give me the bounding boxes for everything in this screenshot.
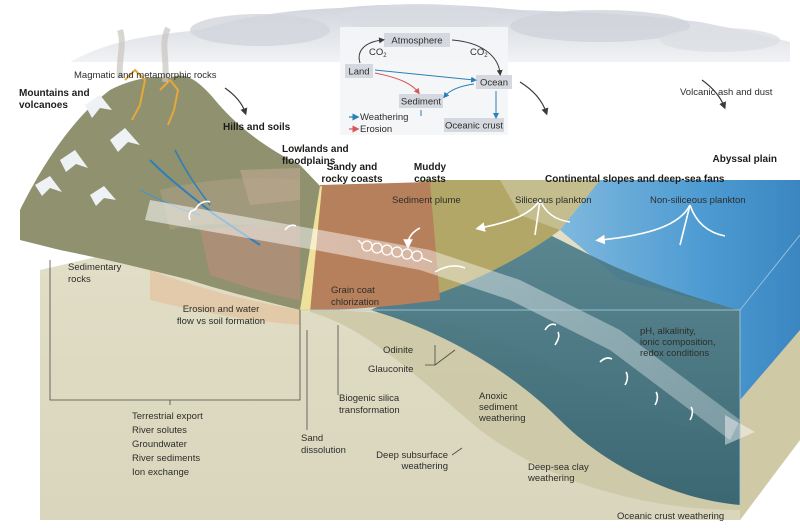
label-sand-dissolution: Sand (301, 433, 323, 444)
mountains (20, 26, 320, 310)
label-volcanic-ash: Volcanic ash and dust (680, 87, 773, 98)
cycle-legend: Weathering Erosion (349, 112, 408, 135)
label-ionic-composition: ionic composition, (640, 337, 716, 348)
legend-erosion: Erosion (360, 124, 392, 135)
label-biogenic-silica-2: transformation (339, 405, 400, 416)
node-sediment-box (399, 94, 443, 108)
label-sedimentary-rocks: Sedimentary (68, 262, 122, 273)
label-anoxic-2: sediment (479, 402, 518, 413)
label-deep-subsurface: Deep subsurface (376, 450, 448, 461)
label-sedimentary-rocks-2: rocks (68, 274, 91, 285)
region-lowlands-2: floodplains (282, 156, 336, 167)
region-continental-slopes: Continental slopes and deep-sea fans (545, 174, 725, 185)
label-ph-alkalinity: pH, alkalinity, (640, 326, 696, 337)
plume-coil (357, 239, 433, 263)
label-magmatic-rocks: Magmatic and metamorphic rocks (74, 70, 217, 81)
export-item: Terrestrial export (132, 411, 203, 422)
node-ocean: Ocean (480, 78, 508, 89)
region-mountains-2: volcanoes (19, 100, 68, 111)
deep-ocean (370, 230, 740, 505)
transport-path (145, 200, 740, 440)
label-redox: redox conditions (640, 348, 709, 359)
flow-arrows (188, 199, 726, 421)
cloud-arrows (224, 79, 727, 116)
co2-left-label: CO2 (369, 47, 387, 59)
label-odinite: Odinite (383, 345, 413, 356)
label-grain-coat: Grain coat (331, 285, 375, 296)
region-lowlands: Lowlands and (282, 144, 349, 155)
label-sediment-plume: Sediment plume (392, 195, 461, 206)
label-siliceous-plankton: Siliceous plankton (515, 195, 592, 206)
region-mountains: Mountains and (19, 88, 90, 99)
node-sediment: Sediment (401, 97, 441, 108)
label-glauconite: Glauconite (368, 364, 413, 375)
node-ocean-box (476, 75, 512, 89)
label-non-siliceous-plankton: Non-siliceous plankton (650, 195, 746, 206)
label-sand-dissolution-2: dissolution (301, 445, 346, 456)
region-abyssal-plain: Abyssal plain (713, 154, 777, 165)
label-anoxic: Anoxic (479, 391, 508, 402)
region-hills: Hills and soils (223, 122, 291, 133)
region-sandy-coasts: Sandy and (327, 162, 378, 173)
label-erosion-water-flow: Erosion and water (183, 304, 260, 315)
node-atmosphere-box (384, 33, 450, 47)
node-oceanic-crust: Oceanic crust (445, 121, 503, 132)
label-grain-coat-2: chlorization (331, 297, 379, 308)
label-erosion-water-flow-2: flow vs soil formation (177, 316, 265, 327)
region-sandy-coasts-2: rocky coasts (321, 174, 383, 185)
label-deep-sea-clay-2: weathering (527, 473, 574, 484)
region-muddy-coasts: Muddy (414, 162, 447, 173)
node-atmosphere: Atmosphere (391, 36, 442, 47)
terrestrial-export-list: Terrestrial export River solutes Groundw… (132, 411, 203, 478)
region-muddy-coasts-2: coasts (414, 174, 446, 185)
label-deep-subsurface-2: weathering (401, 461, 448, 472)
carbon-cycle-diagram: Atmosphere Land Ocean Sediment Oceanic c… (345, 33, 512, 135)
legend-weathering: Weathering (360, 112, 408, 123)
export-item: Groundwater (132, 439, 187, 450)
co2-right-label: CO2 (470, 47, 488, 59)
export-item: River sediments (132, 453, 200, 464)
node-land: Land (348, 67, 369, 78)
soil-formation-layer (150, 270, 300, 325)
ocean-box-outline (300, 234, 800, 505)
leader-lines (49, 260, 463, 456)
export-item: Ion exchange (132, 467, 189, 478)
label-anoxic-3: weathering (478, 413, 525, 424)
label-oceanic-crust-weathering: Oceanic crust weathering (617, 511, 724, 522)
label-biogenic-silica: Biogenic silica (339, 393, 400, 404)
node-oceanic-crust-box (444, 118, 504, 132)
node-land-box (345, 64, 373, 78)
export-item: River solutes (132, 425, 187, 436)
label-deep-sea-clay: Deep-sea clay (528, 462, 589, 473)
